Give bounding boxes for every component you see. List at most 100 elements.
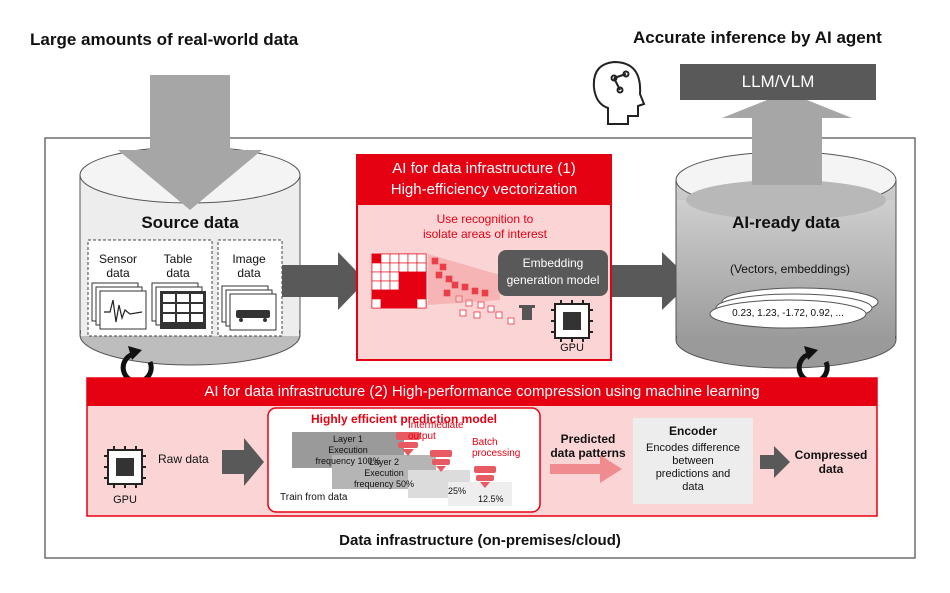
funnel-cell [455, 295, 463, 303]
pct125-box [448, 482, 512, 506]
grid-cell [380, 253, 391, 264]
grid-cell [416, 289, 427, 300]
compressed-arrow [760, 446, 790, 478]
grid-cell [389, 262, 400, 273]
vector-title-1: AI for data infrastructure (1) [392, 160, 576, 177]
grid-cell [407, 271, 418, 282]
grid-cell [407, 280, 418, 291]
grid-cell [380, 262, 391, 273]
compression-banner [87, 378, 877, 406]
grid-cell [398, 253, 409, 264]
grid-cell [416, 253, 427, 264]
grid-cell [407, 253, 418, 264]
grid-cell [398, 271, 409, 282]
funnel-cell [443, 289, 451, 297]
funnel-shape [428, 254, 500, 305]
grid-cell [371, 271, 382, 282]
grid-cell [380, 298, 391, 309]
grid-cell [398, 289, 409, 300]
encoder-desc: Encodes difference between predictions a… [646, 442, 740, 493]
grid-cell [416, 280, 427, 291]
source-title: Source data [141, 213, 239, 232]
infrastructure-frame [44, 137, 916, 559]
llm-label: LLM/VLM [741, 72, 815, 91]
grid-cell [371, 253, 382, 264]
aiready-title: AI-ready data [732, 213, 840, 232]
recognition-line-2: isolate areas of interest [422, 227, 548, 241]
pct25-label: 25% [448, 486, 467, 496]
gpu-bottom-label: GPU [113, 494, 137, 506]
embedding-model-box [498, 250, 608, 296]
funnel-cell [495, 311, 503, 319]
llm-box [680, 64, 876, 100]
funnel-cell [481, 289, 489, 297]
table-label: Table data [163, 252, 193, 280]
layer1-label: Layer 1 Execution frequency 100% [315, 434, 381, 466]
funnel-cell [431, 257, 439, 265]
funnel-cell [459, 309, 467, 317]
footer-label: Data infrastructure (on-premises/cloud) [339, 532, 621, 549]
pct125-label: 12.5% [478, 494, 504, 504]
encoder-box [633, 418, 753, 504]
predicted-arrow [550, 455, 622, 483]
compression-banner-text: AI for data infrastructure (2) High-perf… [204, 383, 760, 400]
grid-cell [389, 298, 400, 309]
vector-title-2: High-efficiency vectorization [390, 181, 578, 198]
recognition-line-1: Use recognition to [436, 212, 534, 226]
vector-to-aiready-arrow [612, 252, 692, 310]
aiready-subtitle: (Vectors, embeddings) [729, 262, 851, 276]
trash-icon [519, 305, 535, 320]
batch-label: Batch processing [472, 437, 521, 459]
funnel-cell [465, 299, 473, 307]
batch-stack-icon-2 [474, 466, 496, 488]
grid-cell [380, 271, 391, 282]
funnel-cell [471, 287, 479, 295]
source-to-vector-arrow [282, 252, 366, 310]
grid-cell [407, 298, 418, 309]
chip-icon-bottom [104, 446, 146, 488]
compressed-label: Compressed data [794, 448, 868, 476]
left-title: Large amounts of real-world data [30, 30, 299, 49]
model-line-2: generation model [506, 273, 600, 287]
output-arrow [722, 92, 852, 185]
grid-cell [407, 289, 418, 300]
funnel-cell [473, 311, 481, 319]
funnel-cell [439, 263, 447, 271]
funnel-cell [477, 301, 485, 309]
vectorization-header [357, 155, 611, 205]
input-arrow [118, 75, 262, 210]
intermediate-label: Intermediate output [408, 420, 464, 442]
grid-cell [398, 262, 409, 273]
image-data-stack [221, 285, 277, 331]
grid-cell [371, 289, 382, 300]
grid-cell [398, 298, 409, 309]
sensor-data-stack [91, 282, 147, 330]
raw-data-arrow [222, 438, 264, 486]
funnel-cell [445, 275, 453, 283]
grid-cells [371, 253, 515, 325]
table-data-stack [151, 282, 206, 329]
gpu-top-label: GPU [560, 342, 584, 354]
model-title: Highly efficient prediction model [310, 412, 498, 426]
grid-cell [380, 289, 391, 300]
funnel-cell [435, 271, 443, 279]
grid-cell [371, 280, 382, 291]
funnel-cell [507, 317, 515, 325]
aiready-values: 0.23, 1.23, -1.72, 0.92, ... [732, 308, 844, 319]
grid-cell [371, 298, 382, 309]
grid-cell [380, 280, 391, 291]
batch-stack-icon [430, 450, 452, 472]
grid-cell [389, 289, 400, 300]
grid-cell [416, 298, 427, 309]
funnel-cell [487, 305, 495, 313]
chip-icon-top [551, 300, 593, 342]
funnel-cell [461, 283, 469, 291]
train-label: Train from data [280, 492, 348, 503]
encoder-title: Encoder [668, 424, 717, 438]
image-label: Image data [232, 252, 266, 280]
grid-cell [389, 271, 400, 282]
layer2-label: Layer 2 Execution frequency 50% [353, 457, 415, 489]
brain-icon [592, 60, 646, 125]
raw-data-label: Raw data [158, 452, 209, 466]
